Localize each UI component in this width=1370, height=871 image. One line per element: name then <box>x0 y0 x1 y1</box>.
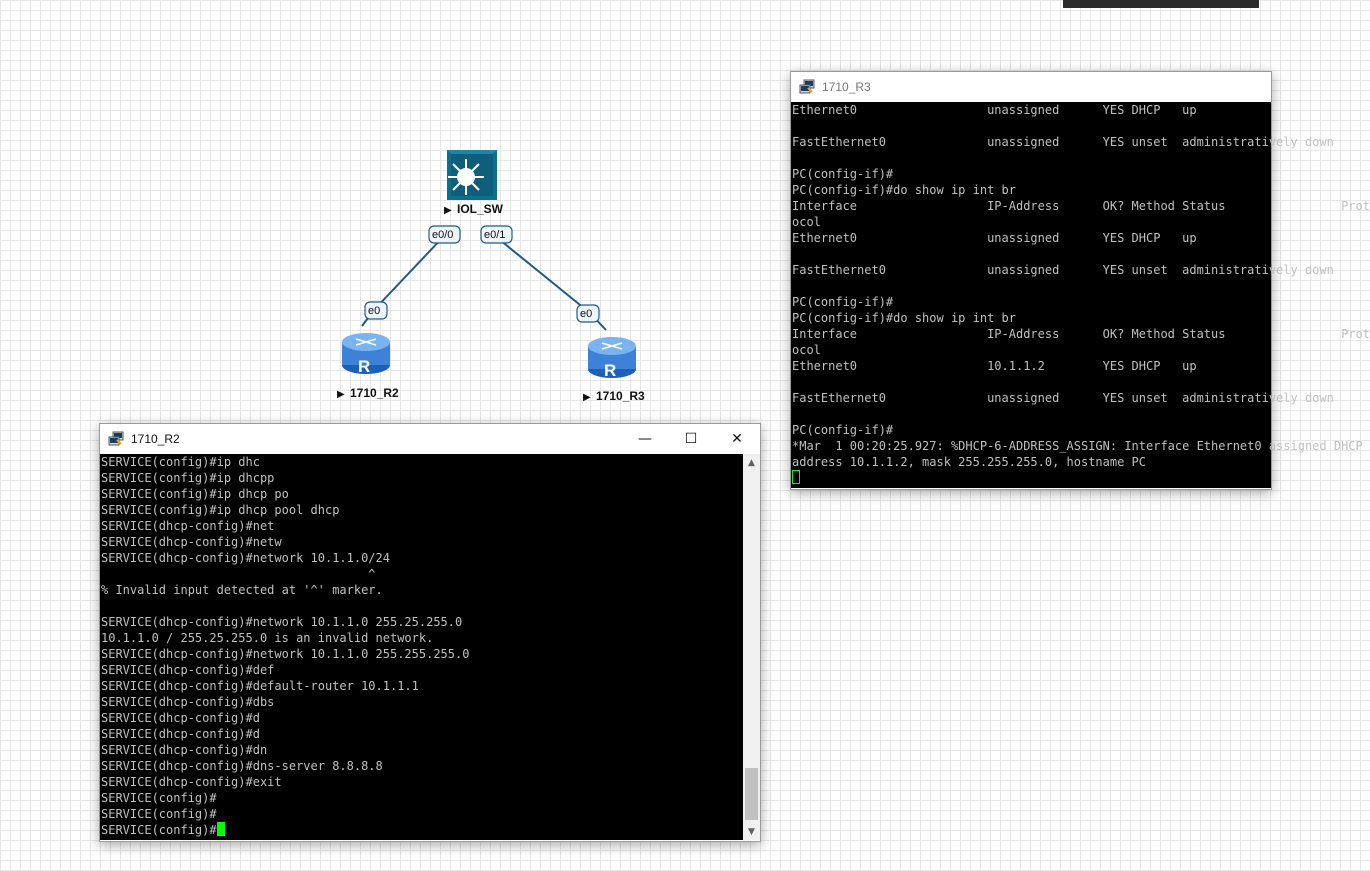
terminal-prompt-line-r2: SERVICE(config)# <box>100 822 760 838</box>
terminal-line: SERVICE(dhcp-config)#default-router 10.1… <box>101 679 419 693</box>
terminal-line: SERVICE(config)#ip dhcpp <box>101 471 275 485</box>
window-title-r2: 1710_R2 <box>131 432 180 446</box>
port-label-r3-e0: e0 <box>576 304 600 323</box>
terminal-line: SERVICE(dhcp-config)#exit <box>101 775 282 789</box>
terminal-line: SERVICE(dhcp-config)#d <box>101 711 260 725</box>
terminal-line: ocol <box>792 343 821 357</box>
terminal-line: SERVICE(dhcp-config)#network 10.1.1.0/24 <box>101 551 390 565</box>
port-label-sw-e01: e0/1 <box>480 225 513 244</box>
terminal-line: 10.1.1.0 / 255.25.255.0 is an invalid ne… <box>101 631 434 645</box>
terminal-line: FastEthernet0 unassigned YES unset admin… <box>792 135 1334 149</box>
terminal-line: Interface IP-Address OK? Method Status P… <box>792 199 1370 213</box>
scroll-down-arrow-icon[interactable]: ▼ <box>748 826 755 837</box>
terminal-line: PC(config-if)# <box>792 423 894 437</box>
maximize-button[interactable]: ☐ <box>684 431 698 447</box>
multilayer-switch-icon <box>447 150 497 200</box>
terminal-line <box>792 150 1271 166</box>
putty-icon <box>799 79 815 94</box>
terminal-line: SERVICE(dhcp-config)#netw <box>101 535 282 549</box>
node-1710-r3[interactable]: R ▶ 1710_R3 <box>583 337 645 403</box>
terminal-line <box>792 278 1271 294</box>
play-icon: ▶ <box>444 205 452 216</box>
terminal-prompt: SERVICE(config)# <box>101 823 217 837</box>
terminal-line: SERVICE(config)# <box>101 807 217 821</box>
topology-canvas: ▶ IOL_SW e0/0 e0/1 e0 e0 R ▶ 1710_R2 <box>337 150 645 403</box>
terminal-line: SERVICE(config)#ip dhcp po <box>101 487 289 501</box>
scroll-up-arrow-icon[interactable]: ▲ <box>748 457 755 468</box>
terminal-line: SERVICE(dhcp-config)#network 10.1.1.0 25… <box>101 615 463 629</box>
terminal-line: SERVICE(dhcp-config)#dns-server 8.8.8.8 <box>101 759 383 773</box>
terminal-line: PC(config-if)#do show ip int br <box>792 183 1016 197</box>
terminal-line: SERVICE(dhcp-config)#dbs <box>101 695 275 709</box>
terminal-line: Ethernet0 unassigned YES DHCP up <box>792 103 1197 117</box>
node-label-sw: IOL_SW <box>457 202 504 216</box>
terminal-output-r3: Ethernet0 unassigned YES DHCP up FastEth… <box>791 102 1370 470</box>
terminal-window-r3[interactable]: 1710_R3 Ethernet0 unassigned YES DHCP up… <box>790 71 1370 490</box>
terminal-line: ocol <box>792 215 821 229</box>
terminal-line: PC(config-if)# <box>792 167 894 181</box>
terminal-line <box>792 246 1271 262</box>
terminal-line: SERVICE(config)# <box>101 791 217 805</box>
minimize-button[interactable]: — <box>638 431 652 447</box>
play-icon: ▶ <box>583 392 591 403</box>
svg-text:e0: e0 <box>368 305 380 317</box>
terminal-line <box>792 374 1271 390</box>
terminal-line: Interface IP-Address OK? Method Status P… <box>792 327 1370 341</box>
terminal-line: SERVICE(dhcp-config)#dn <box>101 743 268 757</box>
terminal-line <box>792 118 1271 134</box>
play-icon: ▶ <box>337 389 345 400</box>
terminal-line: SERVICE(dhcp-config)#network 10.1.1.0 25… <box>101 647 470 661</box>
close-button[interactable]: ✕ <box>731 431 743 447</box>
terminal-line: *Mar 1 00:20:25.927: %DHCP-6-ADDRESS_ASS… <box>792 439 1363 453</box>
svg-text:e0/0: e0/0 <box>432 229 453 241</box>
terminal-line: PC(config-if)#do show ip int br <box>792 311 1016 325</box>
node-label-r2: 1710_R2 <box>350 386 399 400</box>
terminal-line: PC(config-if)# <box>792 295 894 309</box>
terminal-line: address 10.1.1.2, mask 255.255.255.0, ho… <box>792 455 1147 469</box>
svg-text:R: R <box>604 361 616 380</box>
terminal-line: FastEthernet0 unassigned YES unset admin… <box>792 391 1334 405</box>
port-label-r2-e0: e0 <box>364 301 388 320</box>
vertical-scrollbar[interactable]: ▲ ▼ <box>743 454 760 840</box>
terminal-cursor-line-r3 <box>791 470 1271 486</box>
terminal-line: SERVICE(dhcp-config)#d <box>101 727 260 741</box>
terminal-line <box>792 406 1271 422</box>
svg-text:e0/1: e0/1 <box>484 229 505 241</box>
node-1710-r2[interactable]: R ▶ 1710_R2 <box>337 333 399 400</box>
node-label-r3: 1710_R3 <box>596 389 645 403</box>
terminal-r3[interactable]: Ethernet0 unassigned YES DHCP up FastEth… <box>791 102 1370 488</box>
terminal-line: SERVICE(config)#ip dhcp pool dhcp <box>101 503 340 517</box>
cursor <box>792 470 800 484</box>
link-sw-r3 <box>494 235 591 314</box>
link-sw-r2 <box>373 235 445 311</box>
router-icon: R <box>588 337 636 380</box>
svg-text:e0: e0 <box>580 308 592 320</box>
terminal-line: Ethernet0 unassigned YES DHCP up <box>792 231 1197 245</box>
terminal-line: ^ <box>101 567 376 581</box>
top-toolbar-edge <box>1063 0 1259 8</box>
scrollbar-thumb[interactable] <box>745 768 758 820</box>
svg-text:R: R <box>358 357 370 376</box>
window-controls: — ☐ ✕ <box>622 424 760 454</box>
node-iol-sw[interactable]: ▶ IOL_SW <box>444 150 504 216</box>
terminal-line: SERVICE(dhcp-config)#def <box>101 663 275 677</box>
titlebar-r3[interactable]: 1710_R3 <box>791 72 1271 102</box>
router-icon: R <box>342 333 390 376</box>
titlebar-r2[interactable]: 1710_R2 — ☐ ✕ <box>100 424 760 454</box>
terminal-line: FastEthernet0 unassigned YES unset admin… <box>792 263 1334 277</box>
terminal-line: % Invalid input detected at '^' marker. <box>101 583 383 597</box>
terminal-line: Ethernet0 10.1.1.2 YES DHCP up <box>792 359 1197 373</box>
putty-icon <box>108 431 124 446</box>
cursor <box>216 822 225 836</box>
terminal-line: SERVICE(dhcp-config)#net <box>101 519 275 533</box>
port-label-sw-e00: e0/0 <box>428 225 461 244</box>
terminal-line <box>101 598 760 614</box>
window-title-r3: 1710_R3 <box>822 80 871 94</box>
terminal-line: SERVICE(config)#ip dhc <box>101 455 260 469</box>
